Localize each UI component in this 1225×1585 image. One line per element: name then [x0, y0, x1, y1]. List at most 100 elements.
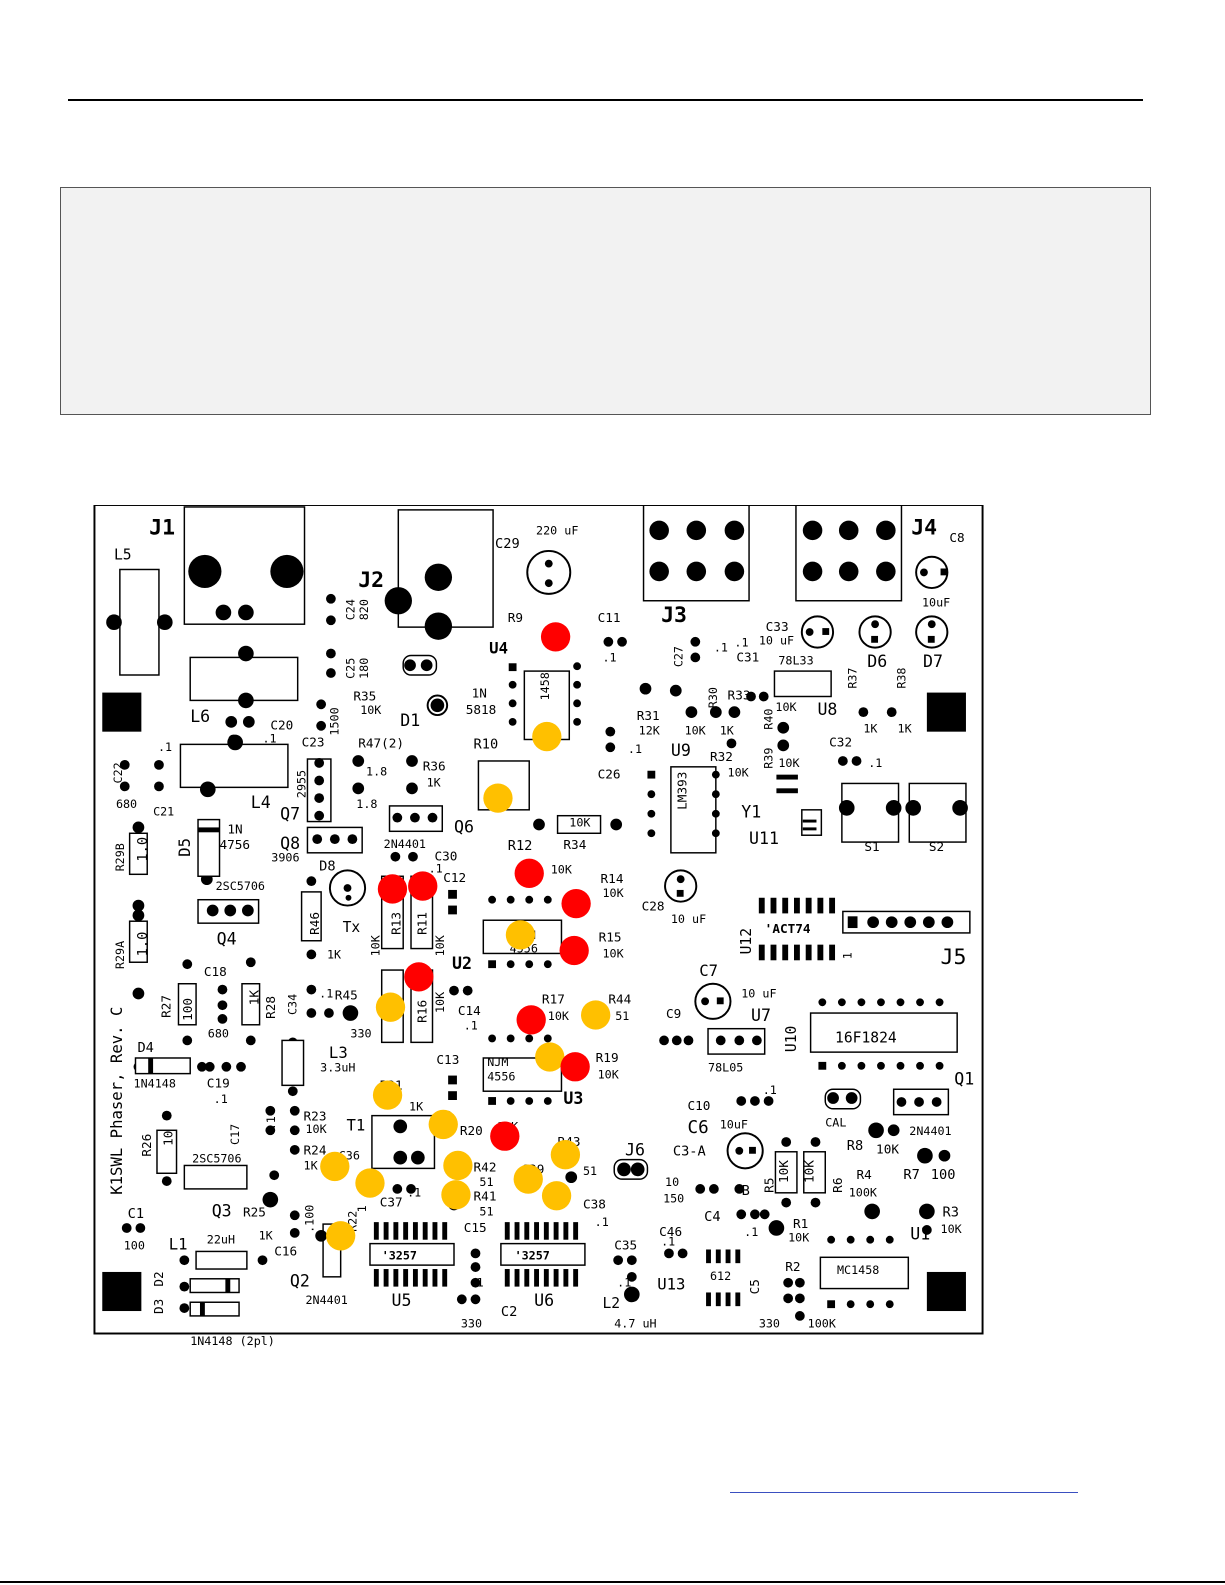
component-label: 10K [433, 934, 447, 956]
component-label: 2SC5706 [192, 1152, 241, 1166]
component-label: L2 [603, 1295, 621, 1312]
component-label: 10 [665, 1175, 679, 1189]
component-label: -B [733, 1183, 749, 1199]
component-label: R31 [637, 708, 660, 723]
component-label: 10 uF [671, 912, 706, 926]
mount-pad-tl [102, 692, 142, 732]
component-label: 10 uF [759, 634, 794, 648]
component-label: C3-A [673, 1144, 706, 1160]
mount-pad-br [926, 1271, 966, 1312]
component-label: 10uF [720, 1117, 748, 1131]
component-label: C25 [343, 658, 357, 679]
component-label: R36 [423, 759, 446, 774]
component-label: 220 uF [536, 523, 578, 537]
component-label: C26 [598, 767, 621, 782]
component-label: 2955 [294, 770, 308, 798]
ic-pins [488, 662, 954, 1309]
orange-marker-dot [483, 783, 513, 813]
component-label: 180 [357, 658, 371, 679]
component-label: R10 [474, 736, 499, 752]
component-label: C19 [207, 1075, 230, 1090]
orange-marker-dot [428, 1109, 458, 1140]
component-label: U10 [783, 1026, 800, 1052]
component-label: R12 [508, 838, 533, 854]
component-label: R1 [793, 1216, 808, 1231]
component-label: 100 [124, 1238, 145, 1252]
component-label: 1N [472, 685, 487, 700]
component-label: C28 [642, 898, 665, 913]
component-label: 10K [433, 991, 447, 1013]
component-label: 1.8 [356, 797, 377, 811]
component-label: R38 [894, 668, 908, 689]
component-label: Q3 [212, 1201, 232, 1220]
component-label: J3 [661, 603, 687, 628]
marker-dots [320, 622, 611, 1251]
component-label: C6 [688, 1118, 709, 1138]
component-label: R3 [943, 1204, 959, 1220]
component-label: .1 [319, 986, 333, 1000]
component-label: J4 [911, 515, 937, 540]
component-label: Y1 [741, 803, 761, 822]
component-label: C24 [343, 599, 357, 620]
component-label: R35 [353, 688, 376, 703]
orange-marker-dot [441, 1180, 471, 1210]
component-label: C34 [286, 994, 300, 1015]
orange-marker-dot [320, 1151, 350, 1182]
component-label: '3257 [382, 1248, 417, 1262]
component-label: R41 [474, 1189, 497, 1204]
component-label: L5 [114, 547, 132, 564]
component-label: D6 [867, 652, 887, 671]
component-label: U11 [749, 829, 779, 848]
component-label: R47(2) [358, 735, 404, 750]
component-label: U5 [391, 1291, 411, 1310]
component-label: 680 [116, 797, 137, 811]
component-label: 1.0 [135, 837, 151, 862]
component-label: D1 [400, 711, 420, 730]
component-label: C14 [458, 1003, 481, 1018]
component-label: R5 [761, 1178, 776, 1193]
component-label: 16F1824 [835, 1029, 897, 1046]
component-label: R29B [113, 843, 127, 871]
component-label: 4556 [487, 1069, 515, 1083]
component-label: 1N4148 (2pl) [190, 1334, 275, 1348]
component-label: 1K [304, 1158, 319, 1172]
component-label: U12 [738, 928, 755, 954]
component-label: C4 [704, 1209, 720, 1225]
component-label: 820 [357, 599, 371, 620]
component-label: 1.0 [135, 932, 151, 957]
component-label: U6 [534, 1291, 554, 1310]
orange-marker-dot [532, 721, 562, 752]
component-label: U7 [751, 1006, 771, 1025]
component-label: .1 [763, 1083, 777, 1097]
component-label: 10K [776, 1160, 791, 1183]
mounting-pads [102, 692, 966, 1312]
component-label: 10K [685, 724, 707, 738]
t1-outline [371, 1114, 436, 1170]
component-label: R26 [139, 1134, 154, 1157]
component-label: .1 [603, 650, 617, 664]
component-label: Q2 [290, 1272, 310, 1291]
j1-outline [183, 506, 306, 625]
component-label: U13 [657, 1275, 685, 1294]
component-label: U2 [452, 954, 472, 973]
component-label: C31 [736, 649, 759, 664]
component-label: C29 [495, 536, 520, 552]
component-label: C33 [766, 619, 789, 634]
component-label: 10K [941, 1222, 963, 1236]
footer-link[interactable] [730, 1492, 1078, 1493]
component-label: R13 [388, 912, 403, 935]
component-label: R44 [608, 991, 631, 1006]
component-label: Q4 [217, 930, 237, 949]
component-label: 4.7 uH [614, 1317, 656, 1331]
orange-marker-dot [581, 1000, 611, 1030]
component-label: C9 [666, 1006, 681, 1021]
component-label: 1K [863, 722, 878, 736]
component-label: R40 [762, 709, 776, 730]
component-label: 10K [569, 815, 591, 829]
component-label: C38 [583, 1196, 606, 1211]
component-label: R14 [601, 871, 624, 886]
component-label: 51 [583, 1164, 597, 1178]
component-label: 100 [180, 998, 195, 1021]
orange-marker-dot [355, 1168, 385, 1198]
